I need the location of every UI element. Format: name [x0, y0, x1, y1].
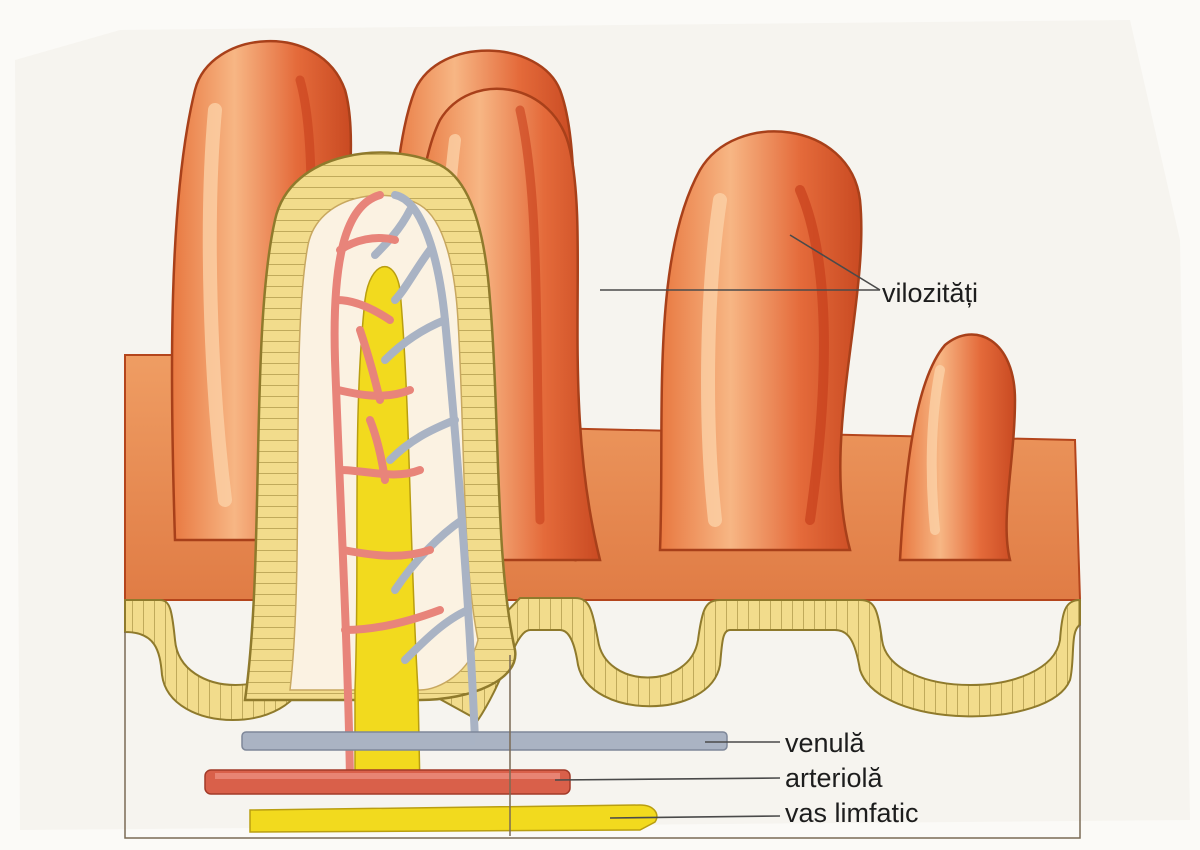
label-venule: venulă — [785, 730, 865, 757]
label-villi: vilozități — [882, 280, 978, 307]
lymph-vessel — [250, 805, 657, 832]
label-arteriole: arteriolă — [785, 765, 883, 792]
villus-right — [660, 131, 861, 550]
label-lymph-vessel: vas limfatic — [785, 800, 919, 827]
venule — [242, 732, 727, 750]
